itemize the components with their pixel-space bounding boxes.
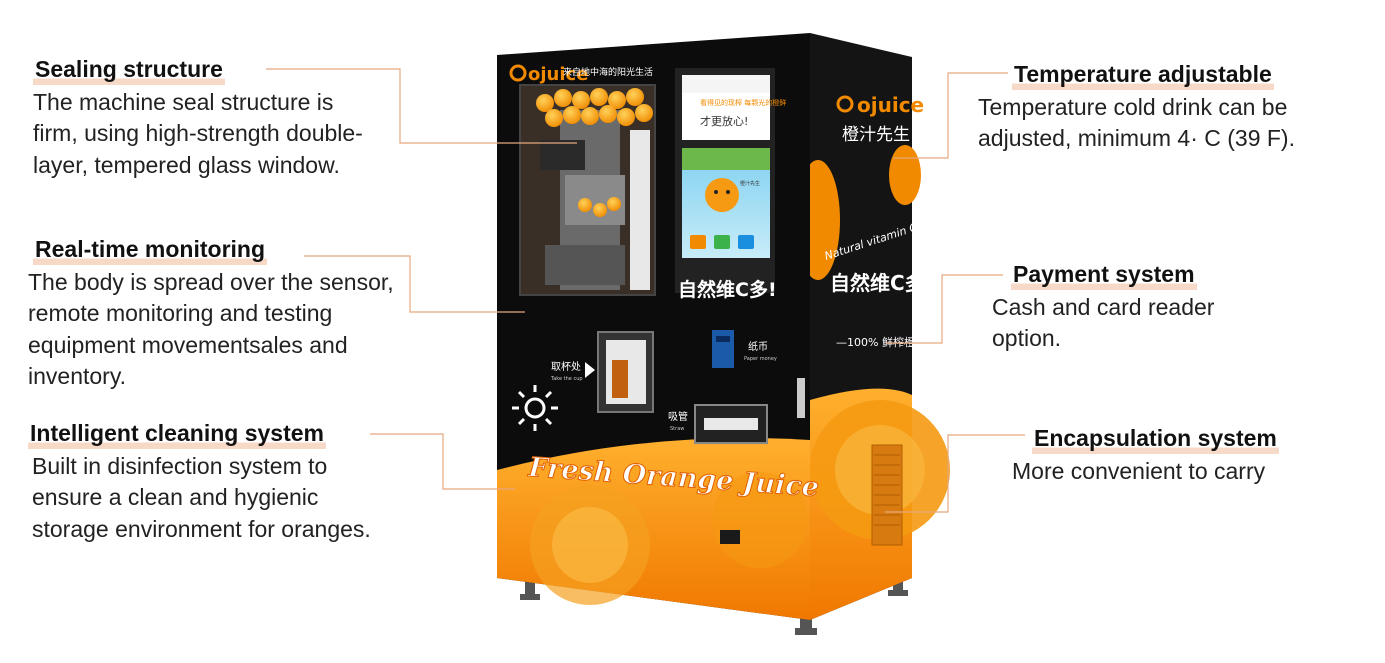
door-handle <box>797 378 805 418</box>
front-slogan: 自然维C多! <box>678 278 777 301</box>
callout-title: Payment system <box>1011 260 1197 290</box>
callout-temperature-adjustable: Temperature adjustable Temperature cold … <box>978 60 1318 155</box>
callout-body: The body is spread over the sensor, remo… <box>28 268 394 390</box>
sun-icon <box>512 385 558 431</box>
leader-cleaning <box>370 433 515 490</box>
callout-encapsulation-system: Encapsulation system More convenient to … <box>1012 424 1332 487</box>
callout-intelligent-cleaning: Intelligent cleaning system Built in dis… <box>28 419 388 545</box>
screen-text: 看得见的现榨 每颗光的橙鲜 <box>700 98 786 107</box>
paper-money-en: Paper money <box>744 356 777 362</box>
screen-text-2: 才更放心! <box>700 114 748 128</box>
take-cup-cn: 取杯处 <box>551 360 581 373</box>
machine-front-panel: Fresh Orange Juice ojuice 来自地中海的阳光生活 看得见… <box>497 33 820 620</box>
callout-title: Intelligent cleaning system <box>28 419 326 449</box>
callout-body: Temperature cold drink can be adjusted, … <box>978 93 1295 152</box>
straw-cn: 吸管 <box>668 410 688 423</box>
front-brand-logo: ojuice <box>528 64 588 85</box>
paper-money-cn: 纸币 <box>748 340 768 353</box>
leader-payment <box>886 274 1003 344</box>
machine-side-panel: ojuice 橙汁先生 Natural vitamin C and more 自… <box>796 33 973 620</box>
callout-title: Sealing structure <box>33 55 225 85</box>
leader-sealing <box>266 68 577 144</box>
callout-body: The machine seal structure is firm, usin… <box>33 88 363 178</box>
callout-title: Encapsulation system <box>1032 424 1279 454</box>
side-slogan: 自然维C多! <box>830 271 934 295</box>
side-brand-cn: 橙汁先生 <box>842 125 910 145</box>
side-brand-logo: ojuice <box>857 93 924 117</box>
callout-real-time-monitoring: Real-time monitoring The body is spread … <box>28 235 438 393</box>
leader-monitoring <box>304 255 525 313</box>
callout-title: Temperature adjustable <box>1012 60 1274 90</box>
callout-title: Real-time monitoring <box>33 235 268 265</box>
callout-body: Built in disinfection system to ensure a… <box>32 452 371 542</box>
front-header-cn: 来自地中海的阳光生活 <box>563 66 653 78</box>
side-tagline: —100% 鲜榨橙汁— <box>836 335 937 349</box>
take-cup-en: Take the cup <box>550 376 583 382</box>
leader-temperature <box>893 72 1008 159</box>
callout-sealing-structure: Sealing structure The machine seal struc… <box>33 55 373 181</box>
callout-body: Cash and card reader option. <box>992 293 1215 352</box>
callout-body: More convenient to carry <box>1012 457 1266 484</box>
callout-payment-system: Payment system Cash and card reader opti… <box>992 260 1272 355</box>
straw-en: Straw <box>670 426 684 432</box>
screen-brand-small: 橙汁先生 <box>740 180 760 187</box>
leader-encapsulation <box>885 434 1025 513</box>
